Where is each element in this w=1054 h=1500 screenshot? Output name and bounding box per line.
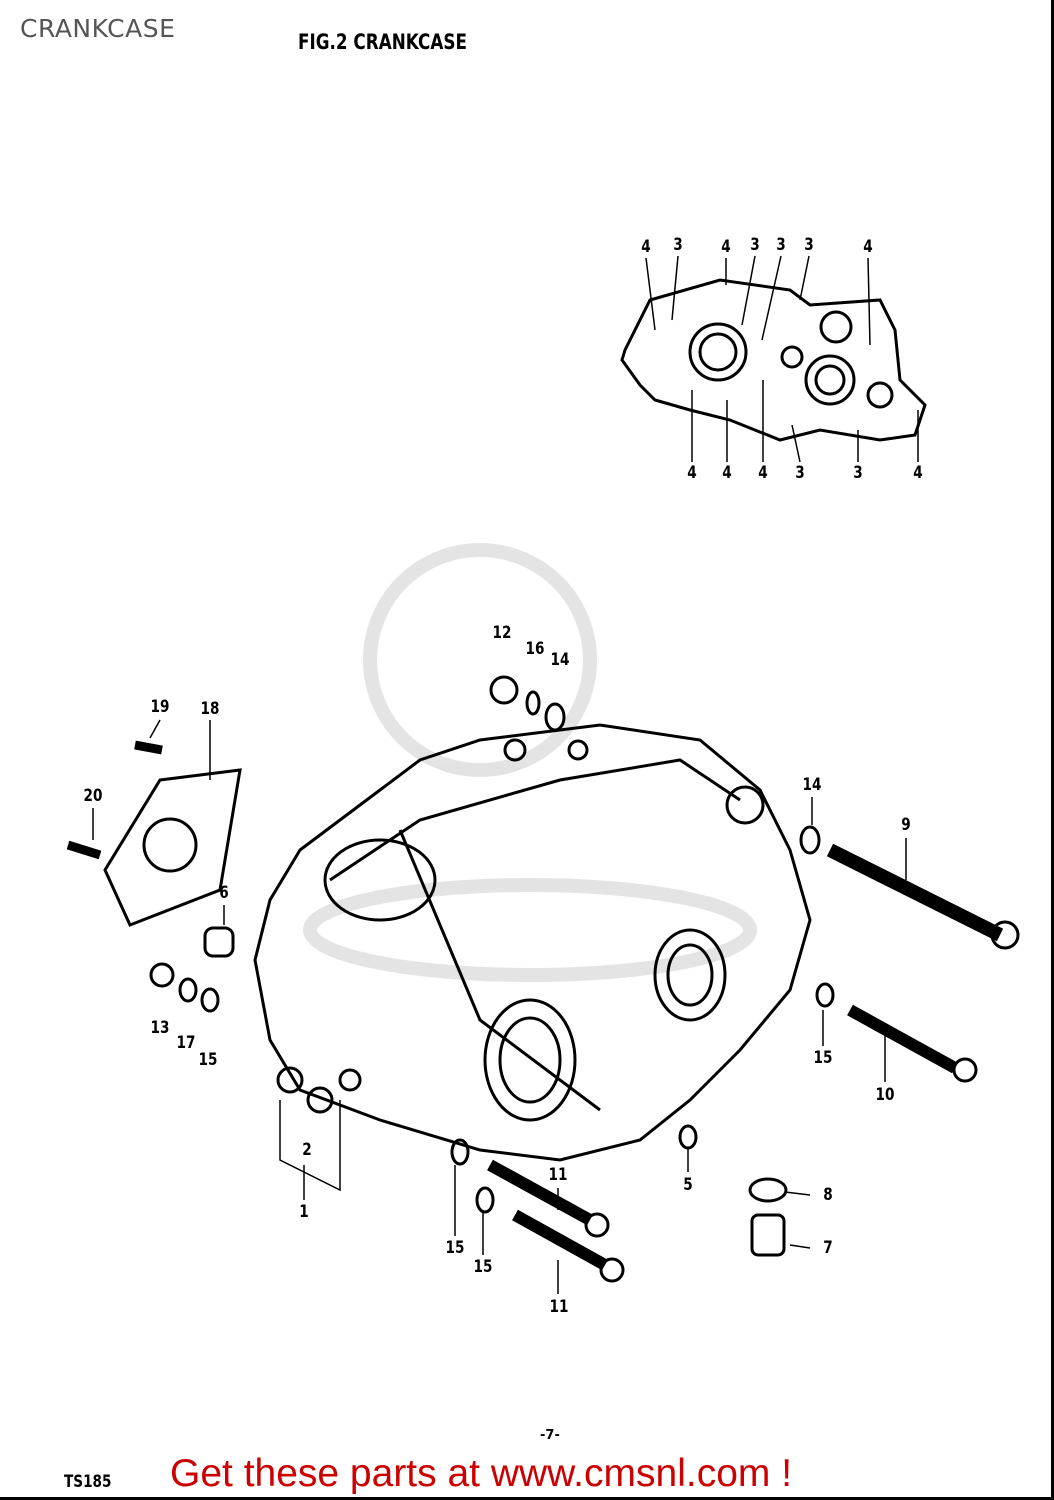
- callout-label: 1: [299, 1202, 309, 1222]
- washers-nuts: [149, 675, 835, 1257]
- callout-label: 2: [302, 1140, 312, 1160]
- callout-label: 10: [875, 1085, 895, 1105]
- model-label: TS185: [64, 1472, 112, 1492]
- figure-title: FIG.2 CRANKCASE: [298, 30, 467, 54]
- callout-label: 4: [721, 237, 731, 257]
- bolts: [66, 740, 1020, 1283]
- callout-label: 19: [150, 697, 170, 717]
- callout-label: 3: [750, 235, 760, 255]
- page-border-bottom: [0, 1497, 1054, 1500]
- crankcase-gasket: [620, 278, 927, 442]
- callout-label: 3: [795, 463, 805, 483]
- page-title: CRANKCASE: [20, 14, 176, 43]
- callout-label: 4: [758, 463, 768, 483]
- callout-label: 4: [641, 237, 651, 257]
- callout-label: 14: [802, 775, 822, 795]
- promo-link[interactable]: Get these parts at www.cmsnl.com !: [170, 1452, 793, 1495]
- callout-label: 16: [525, 639, 545, 659]
- callout-label: 8: [823, 1185, 833, 1205]
- callout-label: 18: [200, 699, 220, 719]
- page-border-right: [1051, 0, 1054, 1500]
- cylinder-gasket: [103, 768, 242, 927]
- callout-label: 9: [901, 815, 911, 835]
- callout-label: 17: [176, 1033, 196, 1053]
- callout-label: 11: [549, 1297, 569, 1317]
- callout-label: 5: [683, 1175, 693, 1195]
- callout-label: 15: [813, 1048, 833, 1068]
- callout-label: 20: [83, 786, 103, 806]
- callout-label: 3: [804, 235, 814, 255]
- callout-label: 15: [198, 1050, 218, 1070]
- callout-label: 15: [473, 1257, 493, 1277]
- callout-label: 3: [776, 235, 786, 255]
- callout-label: 4: [687, 463, 697, 483]
- watermark-logo: [303, 543, 757, 982]
- leader-lines: [92, 255, 919, 1294]
- callout-label: 15: [445, 1238, 465, 1258]
- callout-label: 4: [863, 237, 873, 257]
- callout-label: 6: [219, 883, 229, 903]
- callout-label: 11: [548, 1165, 568, 1185]
- callout-label: 7: [823, 1238, 833, 1258]
- callout-label: 4: [722, 463, 732, 483]
- callout-label: 3: [673, 235, 683, 255]
- callout-label: 4: [913, 463, 923, 483]
- crankcase-halves: [253, 723, 812, 1162]
- page-number: -7-: [540, 1428, 560, 1443]
- callout-label: 13: [150, 1018, 170, 1038]
- callout-label: 3: [853, 463, 863, 483]
- callout-label: 12: [492, 623, 512, 643]
- callout-label: 14: [550, 650, 570, 670]
